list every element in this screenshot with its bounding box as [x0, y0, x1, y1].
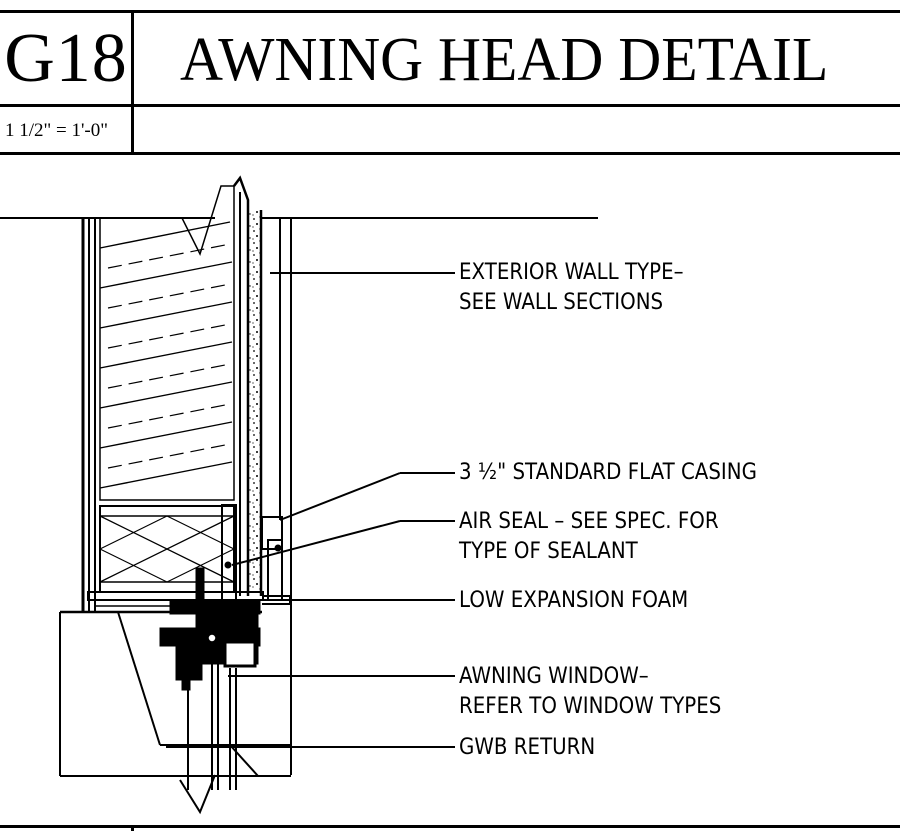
title-divider: [131, 10, 134, 155]
detail-scale: 1 1/2" = 1'-0": [5, 120, 109, 141]
window-header-blocking: [99, 505, 235, 593]
note-air-seal-line-1: AIR SEAL – SEE SPEC. FOR: [459, 509, 719, 534]
note-expansion-foam-line-1: LOW EXPANSION FOAM: [459, 588, 689, 613]
note-flat-casing-line-1: 3 ½" STANDARD FLAT CASING: [459, 460, 757, 485]
note-air-seal-line-2: TYPE OF SEALANT: [459, 539, 638, 564]
note-exterior-wall-line-1: EXTERIOR WALL TYPE–: [459, 260, 684, 285]
detail-number: G18: [4, 20, 128, 97]
leader-air-seal: [231, 520, 401, 566]
leader-flat-casing: [279, 472, 401, 521]
note-awning-window: AWNING WINDOW– REFER TO WINDOW TYPES: [459, 662, 721, 722]
note-exterior-wall: EXTERIOR WALL TYPE– SEE WALL SECTIONS: [459, 258, 684, 318]
note-exterior-wall-line-2: SEE WALL SECTIONS: [459, 290, 664, 315]
leader-lines: [166, 272, 455, 748]
window-glazing: [179, 664, 237, 815]
interior-finish-lines: [81, 218, 96, 612]
footer-divider: [131, 825, 134, 831]
title-top-rule: [0, 10, 900, 13]
note-awning-window-line-1: AWNING WINDOW–: [459, 664, 649, 689]
note-gwb-return: GWB RETURN: [459, 733, 595, 763]
gwb-return: [59, 611, 291, 777]
note-awning-window-line-2: REFER TO WINDOW TYPES: [459, 694, 722, 719]
note-air-seal: AIR SEAL – SEE SPEC. FOR TYPE OF SEALANT: [459, 507, 719, 567]
footer-rule: [0, 825, 900, 828]
note-expansion-foam: LOW EXPANSION FOAM: [459, 586, 688, 616]
awning-window-frame: [159, 504, 282, 691]
note-gwb-return-line-1: GWB RETURN: [459, 735, 596, 760]
note-flat-casing: 3 ½" STANDARD FLAT CASING: [459, 458, 757, 488]
title-bottom-rule: [0, 152, 900, 155]
insulation-batt: [99, 185, 235, 501]
title-mid-rule: [0, 104, 900, 107]
flat-casing: [261, 516, 291, 605]
detail-title: AWNING HEAD DETAIL: [180, 26, 829, 94]
exterior-sheathing: [233, 175, 292, 775]
